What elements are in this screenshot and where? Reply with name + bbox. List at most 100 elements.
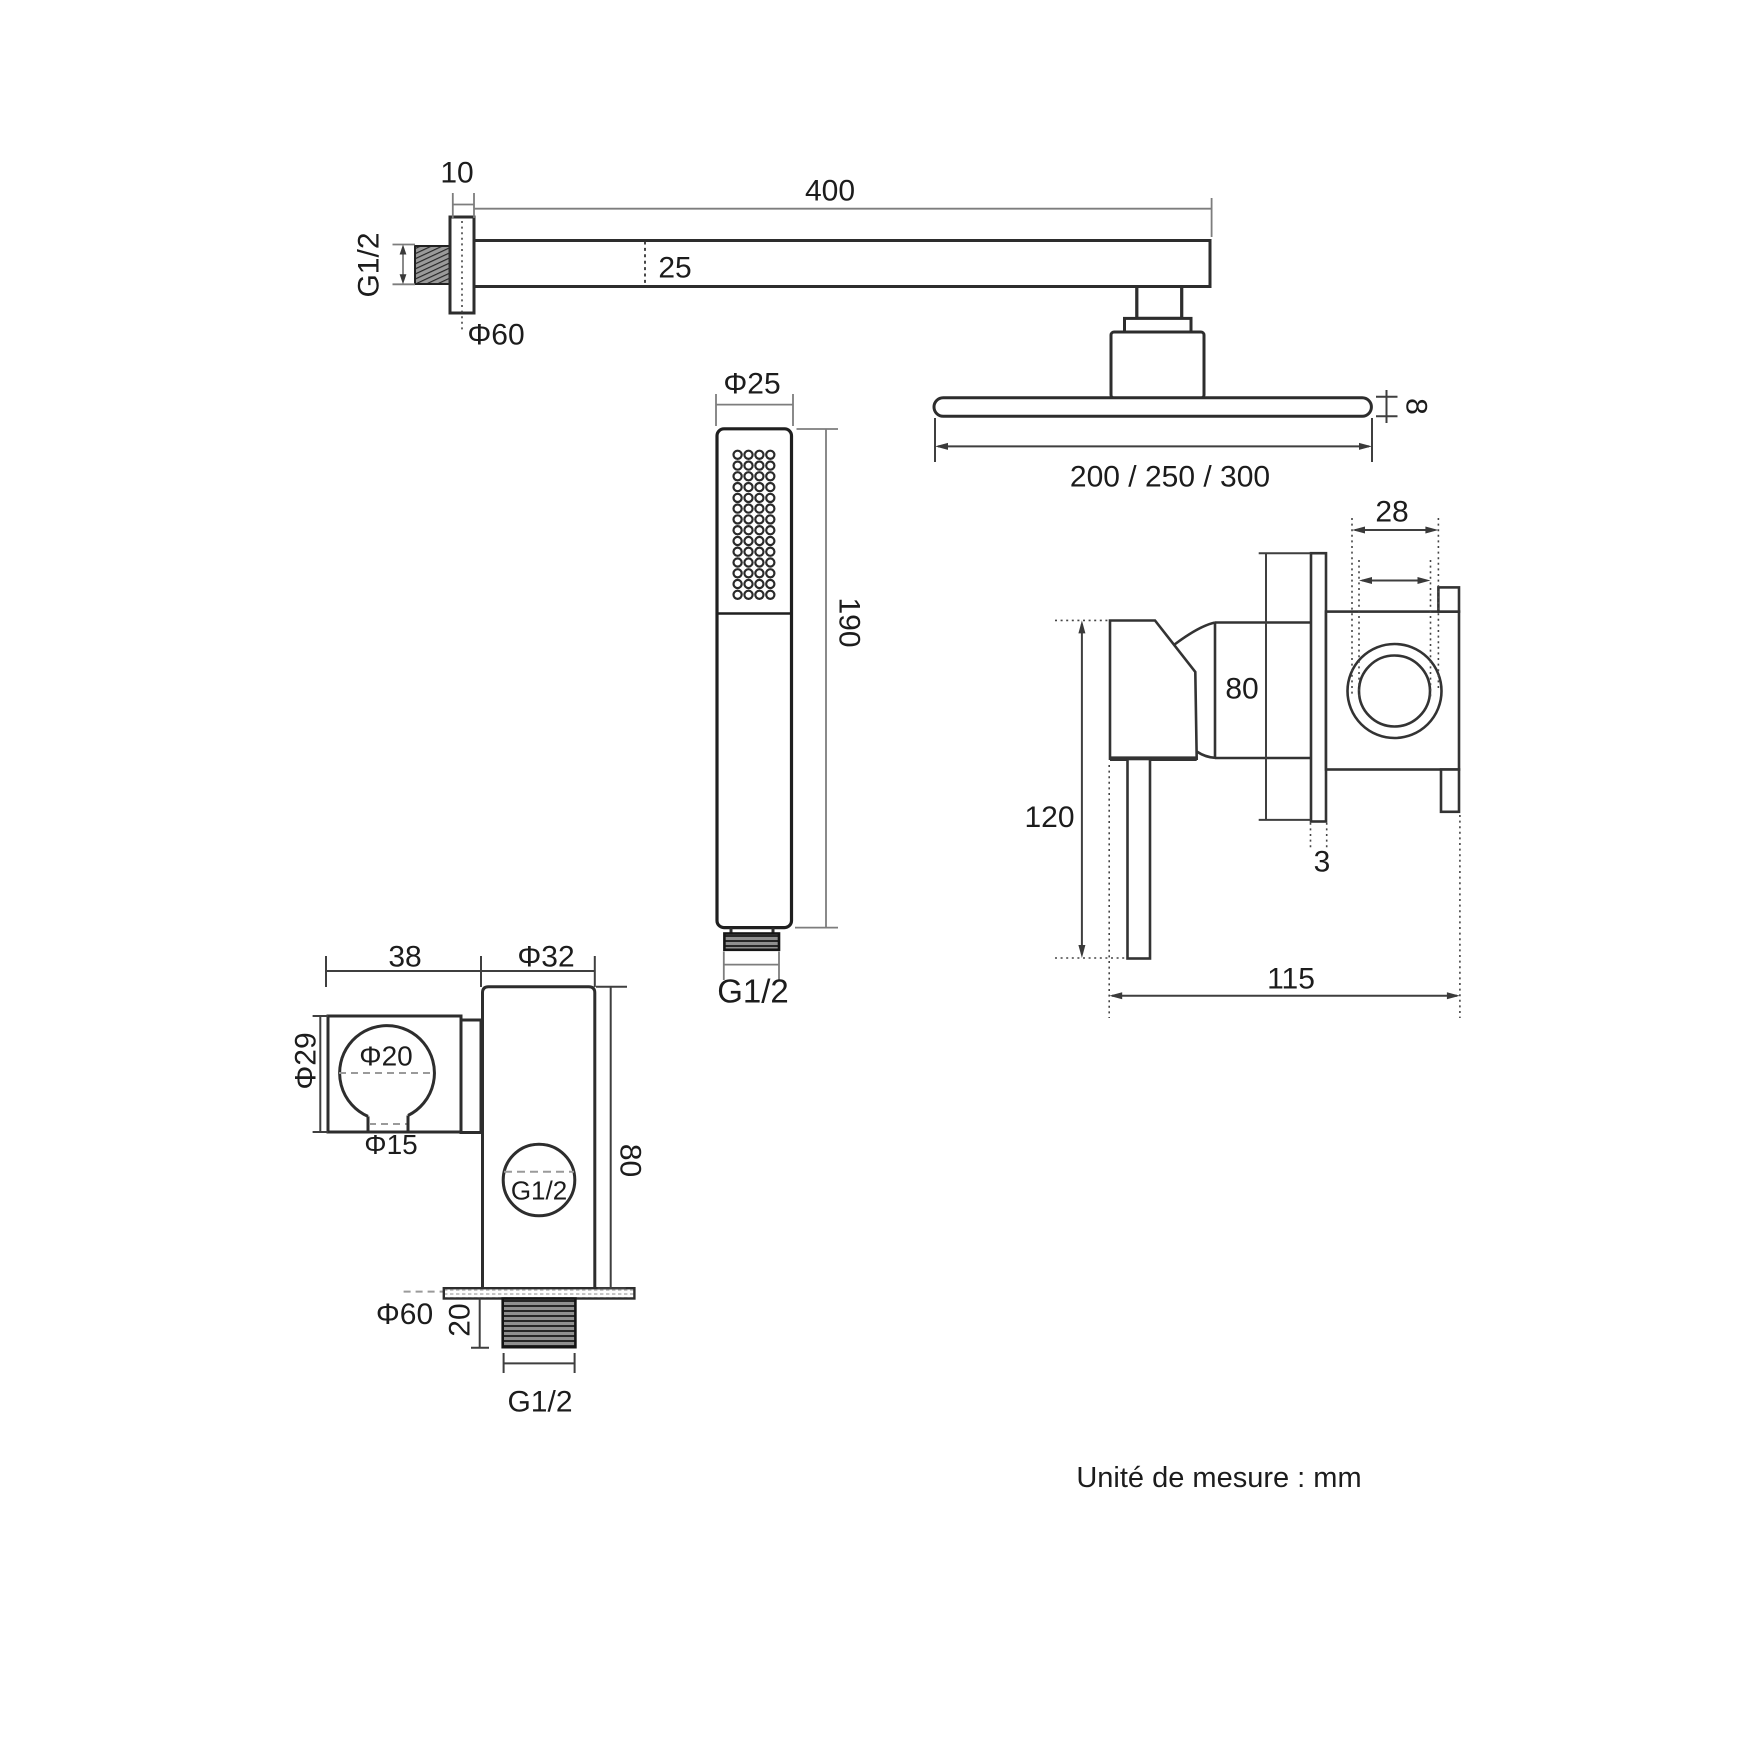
mixer-valve-view: 28 80 120 3 115 bbox=[1024, 496, 1461, 1018]
dim28-arrow-right bbox=[1425, 526, 1439, 534]
spray-nozzle bbox=[743, 589, 754, 601]
spray-nozzle bbox=[732, 492, 743, 504]
outlet-holder-collar bbox=[459, 1018, 483, 1134]
wall-outlet-view: Φ20 Φ15 G1/2 Φ60 38 Φ32 Φ29 80 20 bbox=[290, 941, 647, 1419]
spray-nozzle bbox=[754, 449, 765, 460]
hand-shower-view: Φ25 190 G1/2 bbox=[715, 368, 866, 1010]
mixer-body-block bbox=[1324, 610, 1461, 771]
spray-nozzle bbox=[743, 481, 754, 493]
dim-inner-arrow-left bbox=[1359, 577, 1372, 584]
mixer-body-top-tab bbox=[1437, 586, 1461, 613]
spray-nozzle bbox=[754, 525, 765, 536]
spray-nozzle bbox=[754, 481, 765, 493]
spray-nozzle bbox=[765, 525, 776, 536]
spray-nozzle bbox=[754, 514, 765, 525]
arm-inlet-thread-label: G1/2 bbox=[353, 232, 386, 297]
spray-nozzle bbox=[754, 503, 765, 514]
spray-nozzle bbox=[743, 568, 754, 579]
spray-nozzle bbox=[743, 471, 754, 482]
spray-nozzle bbox=[732, 589, 743, 601]
spray-nozzle bbox=[765, 578, 776, 590]
spray-nozzle bbox=[765, 535, 776, 547]
dim-inner-arrow-right bbox=[1417, 577, 1431, 584]
dim115-arrow-left bbox=[1109, 992, 1123, 1000]
outlet-thread bbox=[501, 1297, 577, 1349]
mixer-handle-block bbox=[1108, 619, 1199, 760]
spray-nozzle bbox=[765, 449, 776, 460]
head-diameters-label: 200 / 250 / 300 bbox=[1070, 461, 1270, 494]
outlet-port-thread-label: G1/2 bbox=[511, 1176, 567, 1206]
outlet-bottom-thread-label: G1/2 bbox=[507, 1386, 572, 1419]
outlet-ring-diameter-label: Φ20 bbox=[359, 1041, 412, 1072]
spray-nozzle bbox=[743, 503, 754, 514]
outlet-slot-width-label: Φ15 bbox=[364, 1129, 417, 1160]
outlet-body-height-label: 80 bbox=[614, 1144, 647, 1177]
arm-g12-arrow-down bbox=[399, 274, 407, 285]
head-disc bbox=[932, 396, 1373, 418]
mixer-plate-height-label: 80 bbox=[1225, 673, 1258, 706]
dim200-arrow-left bbox=[935, 442, 948, 450]
mixer-port-outer-circle bbox=[1346, 642, 1443, 740]
mixer-wall-plate bbox=[1309, 551, 1328, 823]
spray-nozzle bbox=[765, 460, 776, 471]
head-thickness-label: 8 bbox=[1400, 398, 1433, 415]
spray-nozzle bbox=[765, 492, 776, 504]
mixer-dome-bottom-arc bbox=[1195, 750, 1216, 760]
spray-nozzle bbox=[765, 471, 776, 482]
outlet-holder-ring bbox=[338, 1024, 436, 1118]
spray-nozzle bbox=[754, 578, 765, 590]
spray-nozzle bbox=[754, 546, 765, 557]
outlet-body-tube bbox=[481, 985, 597, 1289]
spray-nozzle bbox=[754, 568, 765, 579]
dim200-arrow-right bbox=[1359, 442, 1372, 450]
outlet-port-circle bbox=[501, 1142, 577, 1218]
mixer-body-height-label: 120 bbox=[1024, 801, 1074, 834]
mixer-plate-thickness-label: 3 bbox=[1314, 846, 1331, 879]
spray-nozzle bbox=[732, 481, 743, 493]
spray-nozzle bbox=[765, 546, 776, 557]
shower-arm-view: 10 400 25 G1/2 Φ60 bbox=[353, 157, 1213, 352]
spray-nozzle bbox=[732, 503, 743, 514]
spray-nozzle bbox=[765, 557, 776, 568]
spray-nozzle bbox=[743, 557, 754, 568]
handshower-length-label: 190 bbox=[833, 597, 866, 647]
outlet-flange-diameter-label: Φ60 bbox=[376, 1298, 433, 1331]
handshower-thread-nut bbox=[723, 932, 781, 952]
handshower-body bbox=[715, 427, 794, 930]
spray-nozzle bbox=[754, 471, 765, 482]
handshower-spray-nozzles bbox=[732, 449, 776, 601]
arm-inlet-thread bbox=[414, 245, 451, 285]
dim115-arrow-right bbox=[1446, 992, 1460, 1000]
mixer-dome-top-arc bbox=[1173, 621, 1216, 646]
spray-nozzle bbox=[732, 557, 743, 568]
spray-nozzle bbox=[732, 525, 743, 536]
arm-flange-thickness-label: 10 bbox=[440, 157, 473, 190]
spray-nozzle bbox=[754, 535, 765, 547]
head-connector-block bbox=[1109, 330, 1206, 400]
handshower-thread-label: G1/2 bbox=[717, 973, 789, 1010]
head-connector-collar bbox=[1123, 316, 1193, 334]
spray-nozzle bbox=[732, 578, 743, 590]
outlet-holder-block bbox=[326, 1014, 463, 1134]
spray-nozzle bbox=[754, 460, 765, 471]
shower-head-view: 8 200 / 250 / 300 bbox=[932, 285, 1433, 494]
arm-length-label: 400 bbox=[805, 175, 855, 208]
spray-nozzle bbox=[765, 481, 776, 493]
handshower-diameter-label: Φ25 bbox=[723, 368, 780, 401]
spray-nozzle bbox=[743, 525, 754, 536]
arm-wall-flange bbox=[448, 215, 476, 315]
unit-note: Unité de mesure : mm bbox=[1076, 1462, 1361, 1494]
spray-nozzle bbox=[743, 578, 754, 590]
spray-nozzle bbox=[732, 514, 743, 525]
spray-nozzle bbox=[743, 535, 754, 547]
mixer-lever-handle bbox=[1126, 757, 1152, 960]
mixer-total-depth-label: 115 bbox=[1267, 963, 1315, 996]
spray-nozzle bbox=[754, 492, 765, 504]
spray-nozzle bbox=[754, 589, 765, 601]
arm-g12-arrow-up bbox=[399, 244, 407, 255]
outlet-holder-depth-label: 38 bbox=[388, 941, 421, 974]
spray-nozzle bbox=[765, 503, 776, 514]
spray-nozzle bbox=[743, 514, 754, 525]
dim120-arrow-up bbox=[1078, 620, 1086, 634]
